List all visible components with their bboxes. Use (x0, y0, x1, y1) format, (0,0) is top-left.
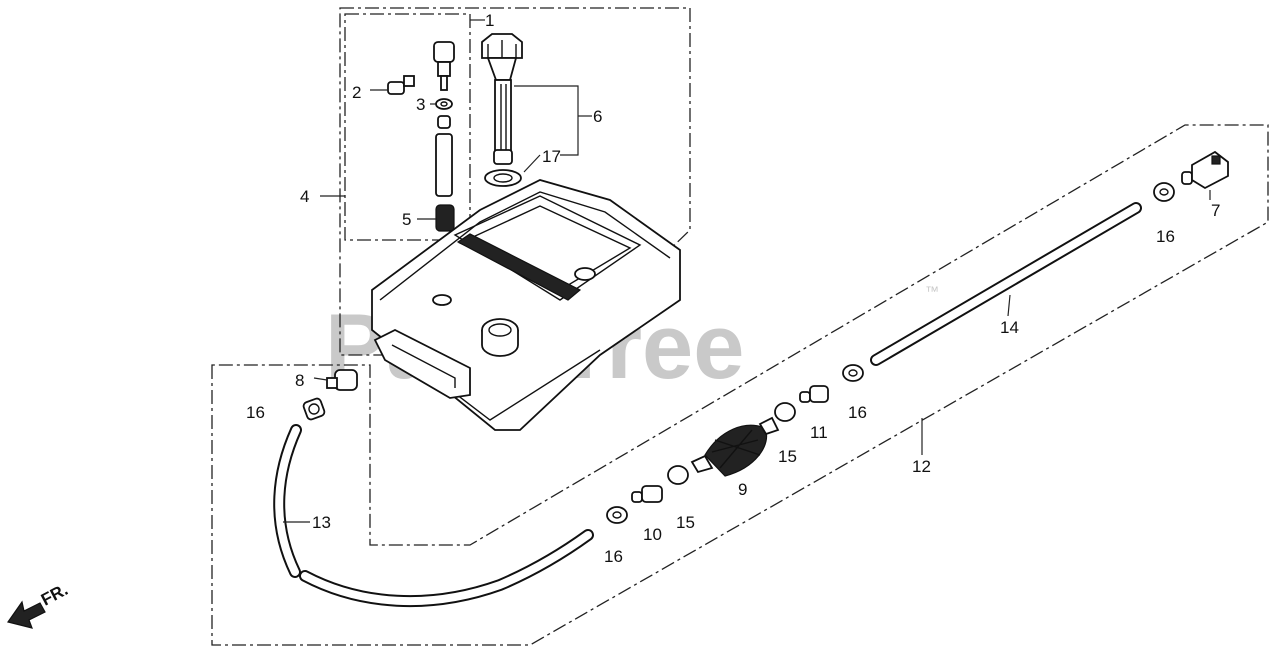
part-tank-joint (326, 369, 358, 391)
part-breather-tube (435, 133, 453, 197)
leader-lines (283, 19, 1211, 523)
part-washer (435, 98, 453, 110)
callout-13: 13 (312, 513, 331, 532)
callout-10: 10 (643, 525, 662, 544)
callout-9: 9 (738, 480, 747, 499)
part-small-nut (437, 115, 451, 129)
part-fuel-meter (481, 33, 523, 165)
part-clip-left (302, 397, 326, 421)
callout-7: 7 (1211, 201, 1220, 220)
callout-15-lower: 15 (676, 513, 695, 532)
part-hose-band-upper (774, 402, 796, 422)
callout-16-upper: 16 (848, 403, 867, 422)
callout-16-left: 16 (246, 403, 265, 422)
callout-1: 1 (485, 11, 494, 30)
callout-3: 3 (416, 95, 425, 114)
callout-15-upper: 15 (778, 447, 797, 466)
fuel-tank (371, 179, 681, 431)
callout-2: 2 (352, 83, 361, 102)
callout-16-right: 16 (1156, 227, 1175, 246)
part-vent-nipple (387, 75, 415, 95)
callout-16-lower: 16 (604, 547, 623, 566)
callout-14: 14 (1000, 318, 1019, 337)
callout-12: 12 (912, 457, 931, 476)
part-primer-bulb (690, 416, 780, 477)
callout-5: 5 (402, 210, 411, 229)
callout-8: 8 (295, 371, 304, 390)
front-direction-arrow-icon (7, 600, 46, 629)
part-joint-11 (799, 385, 829, 403)
part-joint-10 (631, 485, 663, 503)
tank-brand-plate (456, 233, 582, 301)
callout-17: 17 (542, 147, 561, 166)
callout-6: 6 (593, 107, 602, 126)
group-box-fuel-line (211, 124, 1269, 646)
group-box-fuel-meter (344, 13, 471, 241)
front-marker-label: FR. (38, 580, 71, 610)
part-clip-upper (842, 364, 864, 382)
watermark-trademark: ™ (925, 283, 939, 299)
part-clip-lower (606, 506, 628, 524)
part-engine-joint (1181, 150, 1229, 190)
part-breather-elbow (433, 41, 455, 91)
callout-4: 4 (300, 187, 309, 206)
part-meter-gasket (484, 169, 522, 187)
part-hose-band-lower (667, 465, 689, 485)
part-fuel-filter (435, 204, 455, 232)
part-clip-right (1153, 182, 1175, 202)
callout-11: 11 (810, 423, 828, 442)
